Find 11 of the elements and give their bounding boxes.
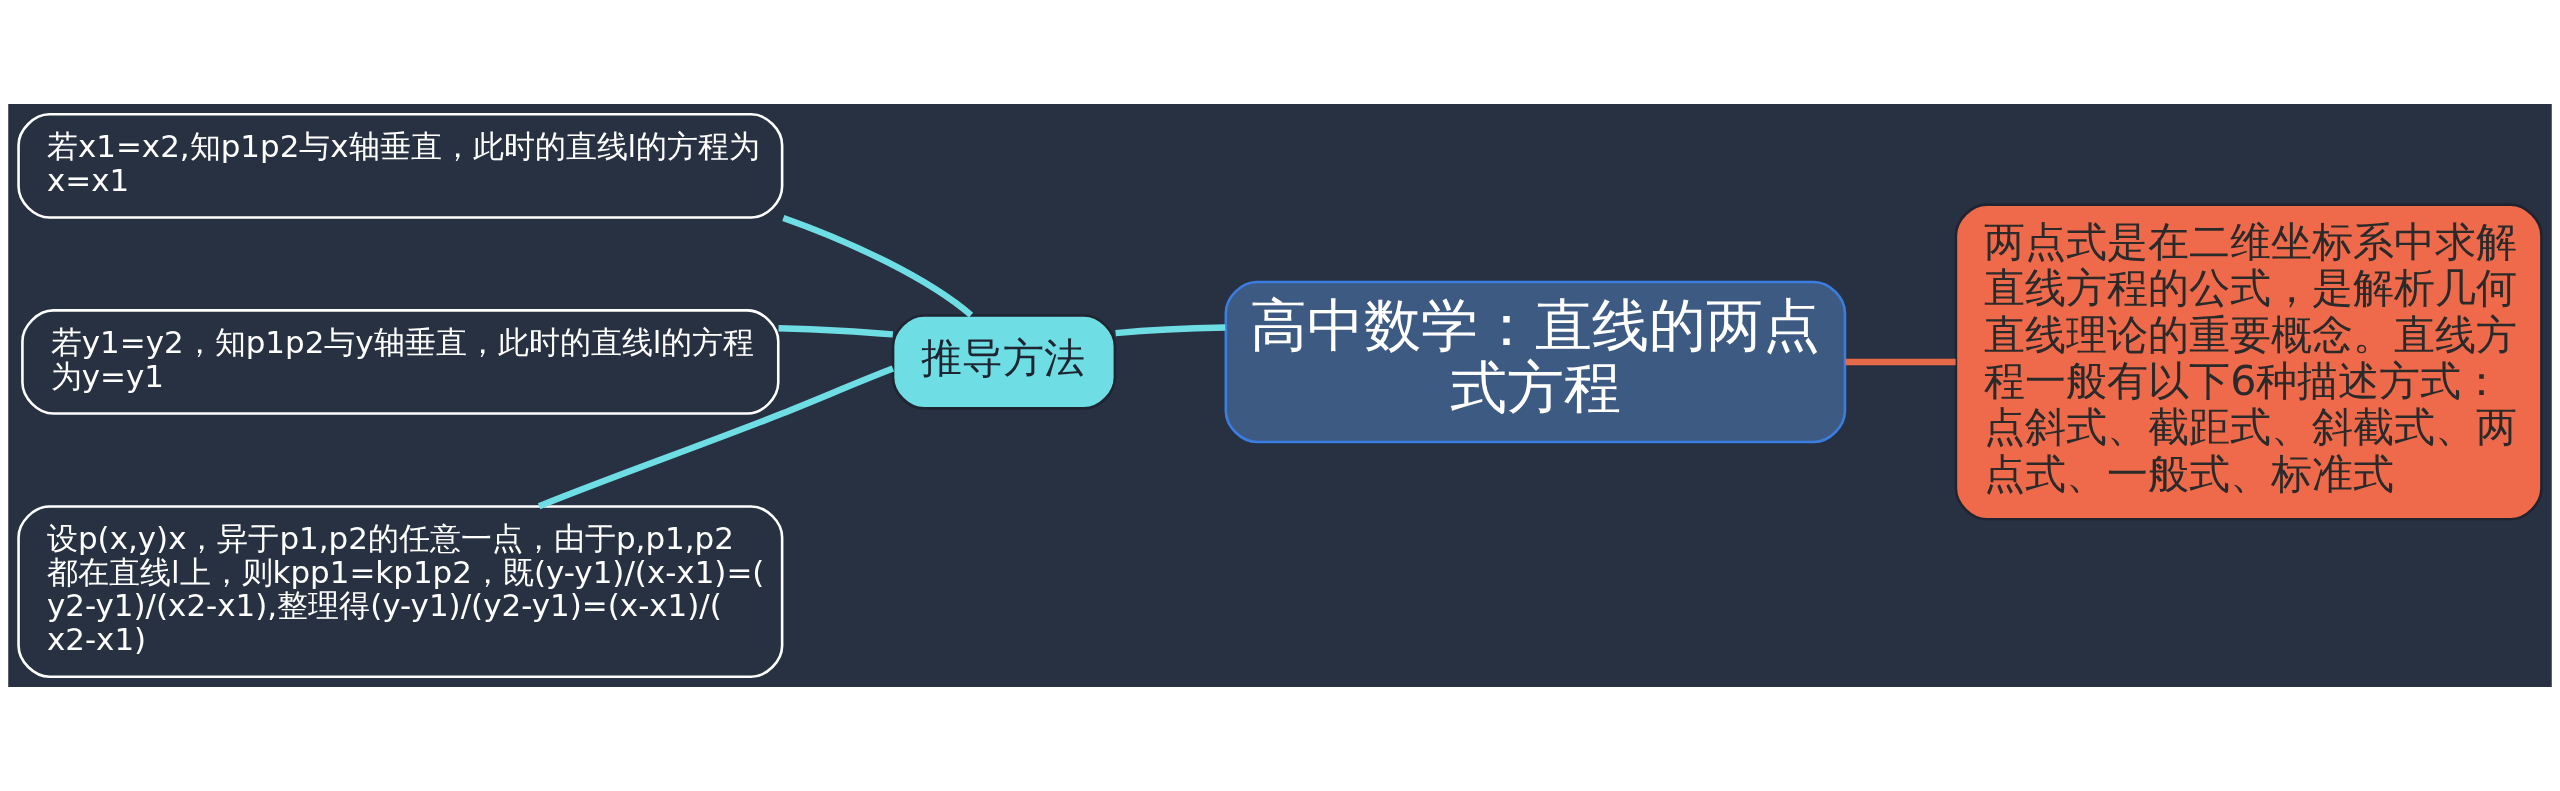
node-box: 若x1=x2,知p1p2与x轴垂直，此时的直线l的方程为x=x1 <box>17 113 784 219</box>
node-box: 若y1=y2，知p1p2与y轴垂直，此时的直线l的方程为y=y1 <box>21 309 780 415</box>
connector <box>537 365 895 510</box>
connector <box>1845 358 1956 366</box>
connector <box>782 214 974 318</box>
connector <box>778 324 894 338</box>
node-box: 推导方法 <box>891 314 1117 410</box>
node-box: 两点式是在二维坐标系中求解直线方程的公式，是解析几何直线理论的重要概念。直线方程一般有以下6种描述方式：点斜式、截距式、斜截式、两点式、一般式、标准式 <box>1954 203 2543 521</box>
connector <box>1115 324 1226 337</box>
node-box: 设p(x,y)x，异于p1,p2的任意一点，由于p,p1,p2都在直线l上，则kpp1=kp1p2，既(y-y1)/(x-x1)=(y2-y1)/(x2-x1),整理得(y-y1)/(y2-y1)=(x-x1)/(x2-x1) <box>17 505 784 678</box>
node-box: 高中数学：直线的两点式方程 <box>1224 280 1847 444</box>
